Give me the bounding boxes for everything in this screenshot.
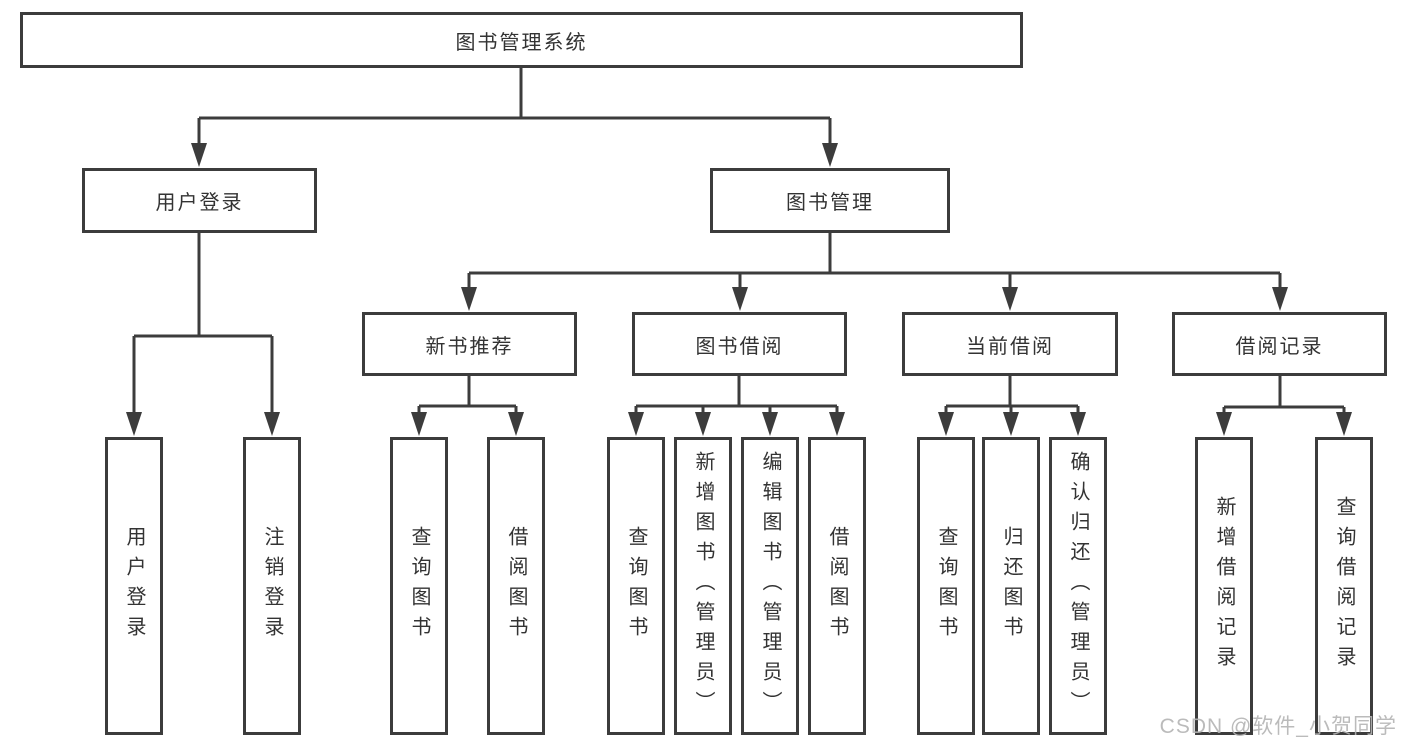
leaf-query-borrow-record-label: 查询借阅记录 [1333, 496, 1355, 676]
leaf-query-books-recommend-label: 查询图书 [408, 526, 430, 646]
leaf-add-borrow-record: 新增借阅记录 [1195, 437, 1253, 735]
connector-new-book-to-leaves [411, 376, 524, 436]
leaf-borrow-books-borrow: 借阅图书 [808, 437, 866, 735]
leaf-borrow-books-recommend-label: 借阅图书 [505, 526, 527, 646]
leaf-edit-book-admin-label: 编辑图书（管理员） [759, 451, 781, 721]
node-user-login: 用户登录 [82, 168, 317, 233]
leaf-user-login-label: 用户登录 [123, 526, 145, 646]
leaf-confirm-return-admin-label: 确认归还（管理员） [1067, 451, 1089, 721]
leaf-user-login: 用户登录 [105, 437, 163, 735]
leaf-query-books-borrow-label: 查询图书 [625, 526, 647, 646]
node-book-management-label: 图书管理 [786, 192, 874, 214]
connector-root-to-level2 [191, 68, 838, 167]
node-book-borrow: 图书借阅 [632, 312, 847, 376]
leaf-query-books-recommend: 查询图书 [390, 437, 448, 735]
node-new-book-recommend-label: 新书推荐 [425, 335, 514, 358]
leaf-edit-book-admin: 编辑图书（管理员） [741, 437, 799, 735]
leaf-add-borrow-record-label: 新增借阅记录 [1213, 496, 1235, 676]
connector-book-management-to-level3 [461, 233, 1288, 311]
csdn-watermark: CSDN @软件_小贺同学 [1159, 715, 1397, 738]
node-library-management-system-label: 图书管理系统 [455, 31, 588, 54]
leaf-borrow-books-borrow-label: 借阅图书 [826, 526, 848, 646]
leaf-return-book: 归还图书 [982, 437, 1040, 735]
leaf-query-books-current: 查询图书 [917, 437, 975, 735]
connector-user-login-to-leaves [126, 233, 280, 436]
connector-current-borrow-to-leaves [938, 376, 1086, 436]
connector-borrow-records-to-leaves [1216, 376, 1352, 436]
node-library-management-system: 图书管理系统 [20, 12, 1023, 68]
leaf-add-book-admin-label: 新增图书（管理员） [692, 451, 714, 721]
node-user-login-label: 用户登录 [155, 192, 244, 214]
node-borrow-records: 借阅记录 [1172, 312, 1387, 376]
node-current-borrow: 当前借阅 [902, 312, 1118, 376]
leaf-query-books-current-label: 查询图书 [935, 526, 957, 646]
leaf-query-borrow-record: 查询借阅记录 [1315, 437, 1373, 735]
leaf-borrow-books-recommend: 借阅图书 [487, 437, 545, 735]
leaf-query-books-borrow: 查询图书 [607, 437, 665, 735]
node-borrow-records-label: 借阅记录 [1235, 335, 1324, 358]
connector-book-borrow-to-leaves [628, 376, 845, 436]
node-book-borrow-label: 图书借阅 [695, 335, 784, 358]
leaf-logout: 注销登录 [243, 437, 301, 735]
node-new-book-recommend: 新书推荐 [362, 312, 577, 376]
leaf-logout-label: 注销登录 [261, 526, 283, 646]
node-book-management: 图书管理 [710, 168, 950, 233]
leaf-return-book-label: 归还图书 [1000, 526, 1022, 646]
leaf-confirm-return-admin: 确认归还（管理员） [1049, 437, 1107, 735]
node-current-borrow-label: 当前借阅 [966, 335, 1054, 358]
leaf-add-book-admin: 新增图书（管理员） [674, 437, 732, 735]
